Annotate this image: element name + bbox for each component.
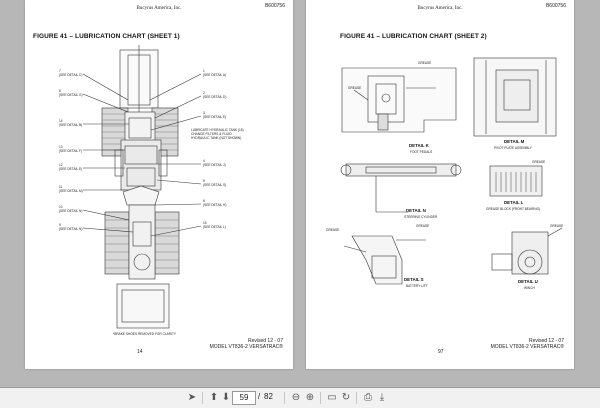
document-page-left: Bucyrus America, Inc. B600756 FIGURE 41 …	[25, 0, 293, 369]
callout-4: 4 (SEE DETAIL J)	[203, 159, 226, 167]
callout-6: 6 (SEE DETAIL H)	[203, 199, 227, 207]
page-number: 97	[438, 349, 444, 355]
viewer-toolbar: ➤ ⬆ ⬇ 59 / 82 ⊖ ⊕ ▭ ↻ ⎙ ⤓	[0, 387, 600, 408]
toolbar-separator	[284, 392, 285, 404]
fit-page-icon[interactable]: ▭	[327, 392, 337, 403]
document-page-right: Bucyrus America, Inc. B600756 FIGURE 41 …	[306, 0, 574, 369]
callout-14: 14 (SEE DETAIL B)	[59, 119, 83, 127]
callout-12: 12 (SEE DETAIL E)	[59, 163, 83, 171]
detail-n-title: DETAIL N	[406, 208, 426, 213]
rotate-icon[interactable]: ↻	[341, 392, 351, 403]
page-up-icon[interactable]: ⬆	[209, 392, 219, 403]
download-icon[interactable]: ⤓	[379, 392, 385, 403]
page-header-doc-number: B600756	[264, 3, 285, 9]
grease-label: GREASE	[550, 224, 564, 228]
zoom-in-icon[interactable]: ⊕	[305, 392, 315, 403]
page-number: 14	[137, 349, 143, 355]
print-icon[interactable]: ⎙	[364, 392, 372, 403]
grease-label: GREASE	[416, 224, 430, 228]
figure-title: FIGURE 41 – LUBRICATION CHART (SHEET 1)	[33, 33, 180, 40]
zoom-out-icon[interactable]: ⊖	[291, 392, 301, 403]
toolbar-separator	[320, 392, 321, 404]
detail-u-title: DETAIL U	[518, 279, 538, 284]
page-header-company: Bucyrus America, Inc.	[417, 6, 463, 11]
figure-caption: *BRAKE SHOES REMOVED FOR CLARITY	[113, 332, 177, 336]
page-separator: /	[257, 392, 261, 401]
grease-label: GREASE	[532, 160, 546, 164]
detail-l-subtitle: GREASE BLOCK (FRONT BEARING)	[486, 207, 541, 211]
current-page-input[interactable]: 59	[232, 391, 256, 405]
detail-u-subtitle: WINCH	[524, 286, 535, 290]
page-header-doc-number: B600756	[545, 3, 566, 9]
callout-9: 9 (SEE DETAIL N)	[59, 223, 83, 231]
detail-m-subtitle: PIVOT PLATE ASSEMBLY	[494, 146, 532, 150]
callout-13: 13 (SEE DETAIL F)	[59, 145, 83, 153]
detail-k-title: DETAIL K	[409, 143, 429, 148]
pointer-icon[interactable]: ➤	[187, 392, 197, 403]
callout-3: 3 (SEE DETAIL E)	[203, 111, 227, 119]
callout-5: 5 (SEE DETAIL S)	[203, 179, 227, 187]
callout-11: 11 (SEE DETAIL M)	[59, 185, 83, 193]
page-header-company: Bucyrus America, Inc.	[136, 6, 182, 11]
lubrication-chart-drawing-sheet1	[82, 45, 202, 329]
figure-title: FIGURE 41 – LUBRICATION CHART (SHEET 2)	[340, 33, 487, 40]
toolbar-separator	[356, 392, 357, 404]
callout-1: 1 (SEE DETAIL A)	[203, 69, 227, 77]
detail-s-subtitle: BATTERY LIFT	[406, 284, 428, 288]
grease-label: GREASE	[348, 86, 362, 90]
detail-l-title: DETAIL L	[504, 200, 524, 205]
lubrication-chart-drawing-sheet2	[340, 57, 563, 285]
grease-label: GREASE	[418, 61, 432, 65]
page-down-icon[interactable]: ⬇	[221, 392, 231, 403]
detail-k-subtitle: FOOT PEDALS	[410, 150, 433, 154]
callout-2: 2 (SEE DETAIL D)	[203, 91, 227, 99]
detail-m-title: DETAIL M	[504, 139, 525, 144]
callout-7: 7 (SEE DETAIL C)	[59, 69, 83, 77]
callout-15: 15 (SEE DETAIL L)	[203, 221, 226, 229]
detail-s-title: DETAIL S	[404, 277, 424, 282]
total-pages: 82	[264, 392, 273, 401]
detail-n-subtitle: STEERING CYLINDER	[404, 215, 438, 219]
hydraulic-tank-note: LUBRICATE HYDRAULIC TANK (15) CHANGE FIL…	[191, 128, 244, 140]
callout-8: 8 (SEE DETAIL G)	[59, 89, 83, 97]
callout-10: 10 (SEE DETAIL N)	[59, 205, 83, 213]
toolbar-separator	[202, 392, 203, 404]
grease-label: GREASE	[326, 228, 340, 232]
